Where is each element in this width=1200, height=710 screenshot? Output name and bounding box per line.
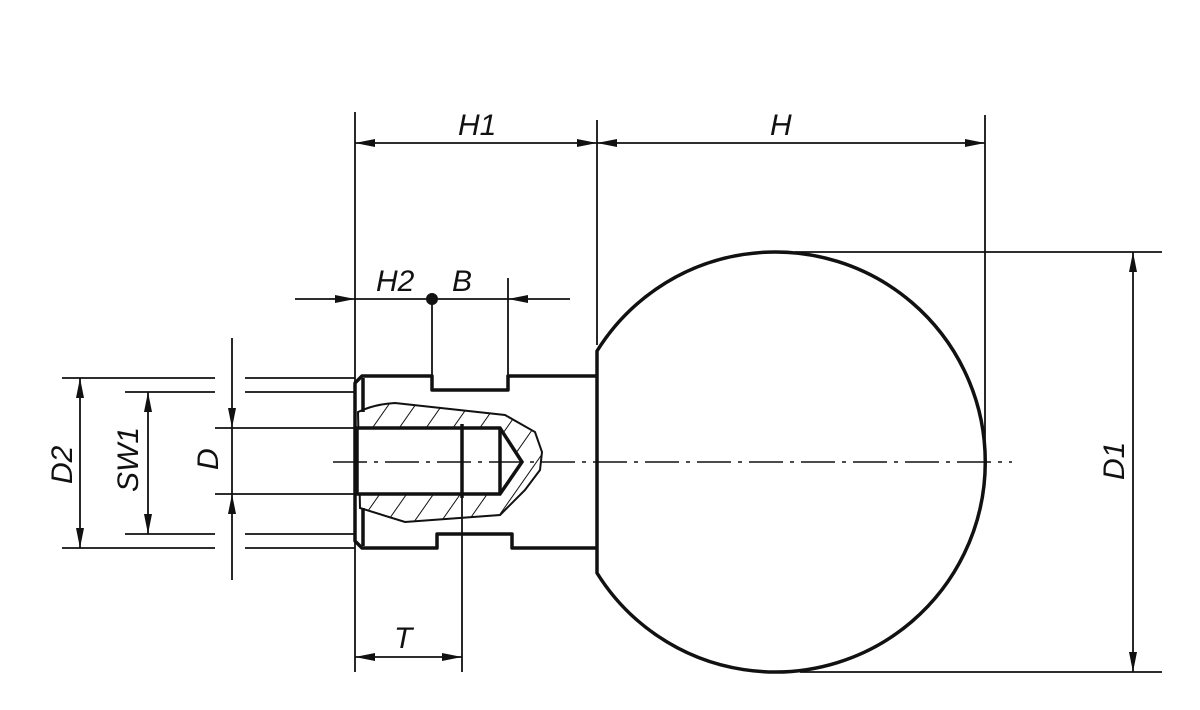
label-H2: H2 — [376, 265, 415, 298]
label-D: D — [192, 448, 225, 470]
label-D2: D2 — [46, 445, 79, 484]
extension-lines — [62, 112, 1162, 673]
label-B: B — [452, 265, 472, 298]
reference-point-icon — [426, 293, 438, 305]
dimension-lines — [76, 139, 1137, 672]
label-H: H — [770, 109, 792, 142]
label-H1: H1 — [458, 109, 496, 142]
label-SW1: SW1 — [112, 427, 145, 492]
label-T: T — [394, 622, 415, 655]
threaded-bore — [355, 426, 525, 496]
ball-outline — [595, 250, 988, 674]
label-D1: D1 — [1098, 442, 1131, 480]
